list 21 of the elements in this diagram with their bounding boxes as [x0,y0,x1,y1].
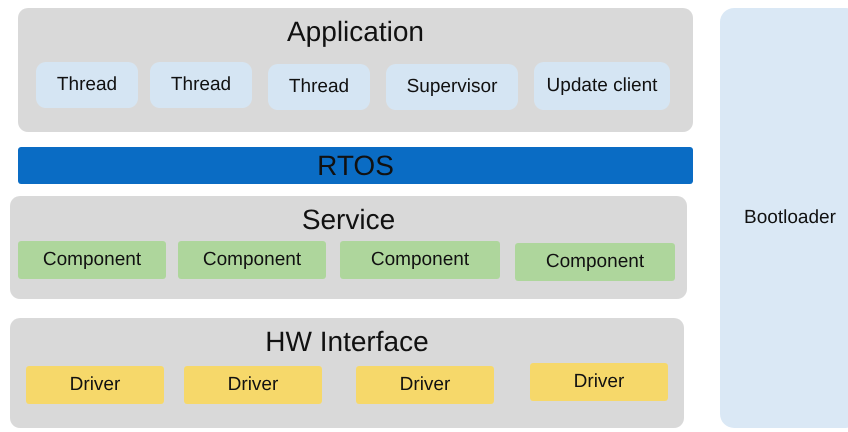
layer-title: Service [300,204,396,236]
layer-title: Application [286,16,425,48]
driver-box: Driver [530,363,668,401]
component-box: Component [515,243,675,281]
thread-box: Supervisor [386,64,518,110]
layer-panel [10,196,687,299]
driver-box: Driver [26,366,164,404]
component-box: Component [178,241,326,279]
thread-box: Update client [534,62,670,110]
thread-box: Thread [36,62,138,108]
layer-title: HW Interface [264,326,430,358]
thread-box: Thread [268,64,370,110]
layer-panel [18,8,693,132]
component-box: Component [18,241,166,279]
rtos-bar: RTOS [18,147,693,184]
thread-box: Thread [150,62,252,108]
bootloader-panel: Bootloader [720,8,848,428]
driver-box: Driver [184,366,322,404]
driver-box: Driver [356,366,494,404]
layer-panel [10,318,684,428]
component-box: Component [340,241,500,279]
